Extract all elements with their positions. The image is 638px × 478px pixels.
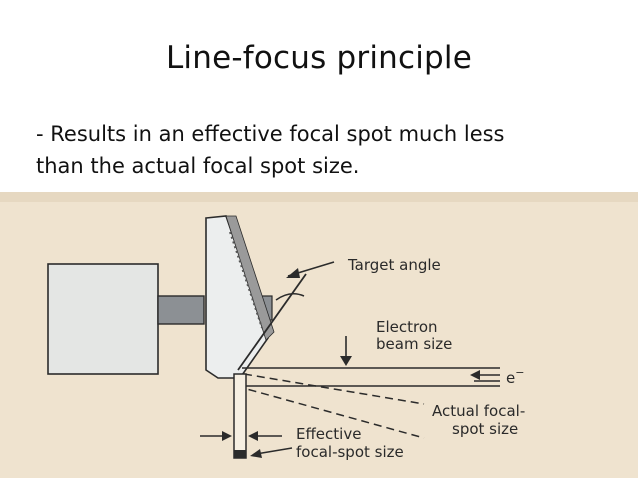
body-line-1: - Results in an effective focal spot muc… (36, 122, 505, 146)
anode-shaft (157, 295, 205, 325)
label-effective-line1: Effective (296, 425, 361, 443)
electron-superscript: − (515, 366, 524, 379)
line-focus-diagram: Target angle Electron beam size e− Actua… (0, 192, 638, 478)
target-angle-arrowhead (286, 268, 300, 278)
target-angle-arc (275, 293, 305, 301)
effective-pointer (255, 447, 293, 455)
label-electron-line2: beam size (376, 335, 452, 353)
projection-dashed-lower (235, 385, 425, 439)
label-target-angle: Target angle (347, 256, 441, 274)
slide-title: Line-focus principle (165, 40, 473, 76)
figure-paper-shade (0, 192, 638, 202)
electron-beam-arrowhead (340, 356, 352, 366)
target-stipple-mark (229, 231, 263, 329)
target-face-line (237, 273, 307, 371)
label-effective-line2: focal-spot size (296, 443, 404, 461)
electron-arrowhead-upper (470, 370, 480, 380)
slide-body-text: - Results in an effective focal spot muc… (36, 118, 616, 182)
effective-arrowhead-right (248, 431, 258, 441)
projection-dashed-upper (243, 373, 425, 405)
effective-arrowhead-left (222, 431, 232, 441)
effective-pointer-arrowhead (250, 449, 262, 458)
label-actual-line2: spot size (452, 420, 518, 438)
effective-spot-dark-tip (234, 450, 246, 458)
label-electron-line1: Electron (376, 318, 438, 336)
effective-spot-column (233, 373, 247, 459)
anode-rotor-block (47, 263, 159, 375)
label-actual-line1: Actual focal- (432, 402, 525, 420)
body-line-2: than the actual focal spot size. (36, 154, 360, 178)
label-electron-symbol: e− (506, 366, 524, 387)
